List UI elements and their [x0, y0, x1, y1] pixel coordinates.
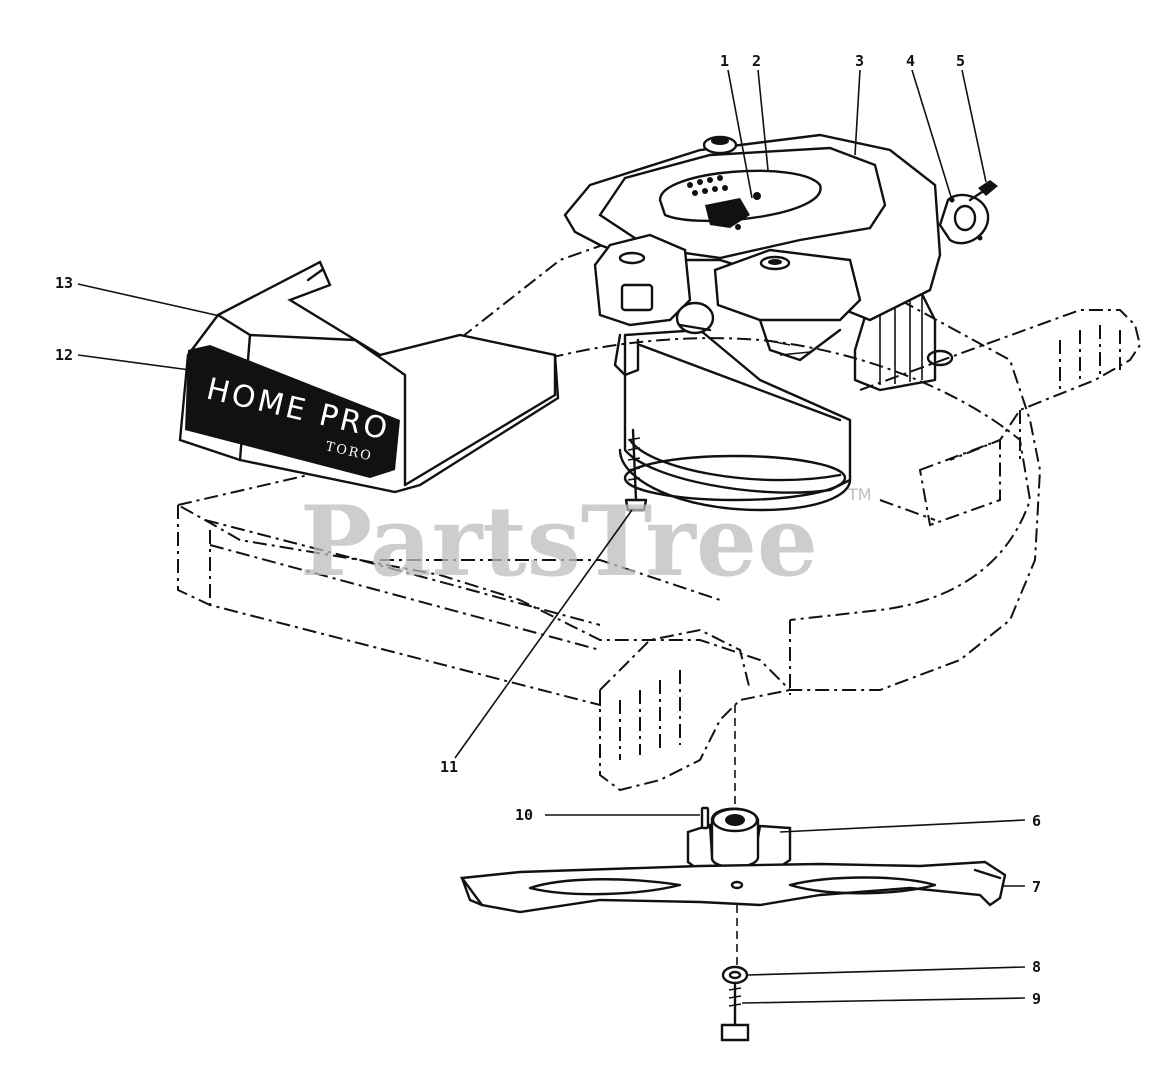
- watermark: PartsTree: [300, 485, 818, 598]
- callout-3: 3: [855, 52, 864, 70]
- leader-lines: [77, 69, 1026, 1004]
- watermark-trademark: TM: [847, 485, 872, 504]
- callout-11: 11: [440, 758, 458, 776]
- callout-13: 13: [55, 274, 73, 292]
- callout-7: 7: [1032, 878, 1041, 896]
- callout-4: 4: [906, 52, 915, 70]
- screw-5: [968, 180, 998, 202]
- blade-bolt: [720, 983, 750, 1042]
- callout-9: 9: [1032, 990, 1041, 1008]
- callout-2: 2: [752, 52, 761, 70]
- callout-labels: 1 2 3 4 5 6 7 8 9 10 11 12 13: [55, 52, 1041, 1008]
- starter-screen: [687, 175, 728, 196]
- mower-blade: [459, 860, 1007, 965]
- washer: [721, 965, 749, 985]
- callout-1: 1: [720, 52, 729, 70]
- key-pin: [700, 806, 710, 830]
- engine-bolt: [624, 428, 648, 512]
- front-shroud: HOME PRO TORO: [178, 260, 560, 494]
- callout-8: 8: [1032, 958, 1041, 976]
- callout-10: 10: [515, 806, 533, 824]
- callout-12: 12: [55, 346, 73, 364]
- callout-5: 5: [956, 52, 965, 70]
- bearing-plate: [938, 193, 990, 245]
- callout-6: 6: [1032, 812, 1041, 830]
- mower-deck: [175, 223, 1142, 792]
- blade-adapter: [686, 705, 792, 882]
- engine: [563, 133, 954, 512]
